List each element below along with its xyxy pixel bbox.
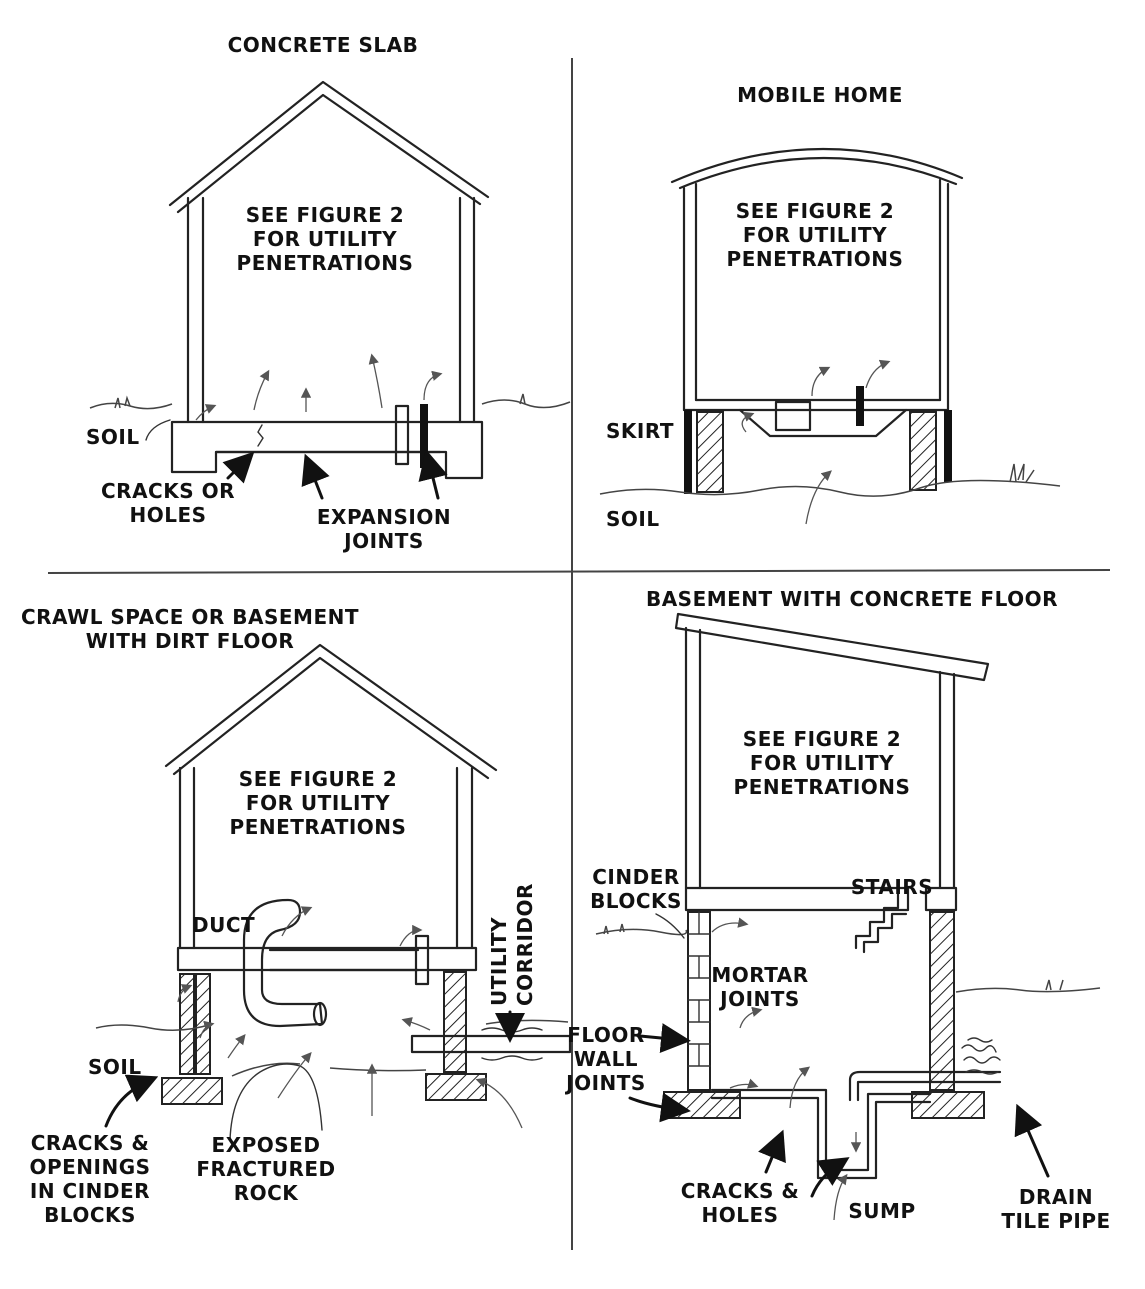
mobile-soil-label: SOIL (606, 507, 660, 531)
slab-title: CONCRETE SLAB (228, 33, 419, 57)
crawl-title-2: WITH DIRT FLOOR (86, 629, 295, 653)
crawl-soil-label: SOIL (88, 1055, 142, 1079)
slab-note-1: SEE FIGURE 2 (246, 203, 404, 227)
crawl-cracks-label-1: CRACKS & (31, 1131, 150, 1155)
crawl-note-2: FOR UTILITY (246, 791, 390, 815)
slab-joints-label-1: EXPANSION (317, 505, 451, 529)
basement-floorwall-label-2: WALL (574, 1047, 638, 1071)
mobile-skirt-label: SKIRT (606, 419, 674, 443)
basement-drain-label-1: DRAIN (1019, 1185, 1093, 1209)
crawl-note-3: PENETRATIONS (230, 815, 407, 839)
mobile-note-1: SEE FIGURE 2 (736, 199, 894, 223)
slab-soil-label: SOIL (86, 425, 140, 449)
crawl-rock-label-2: FRACTURED (196, 1157, 335, 1181)
basement-note-2: FOR UTILITY (750, 751, 894, 775)
slab-note-2: FOR UTILITY (253, 227, 397, 251)
basement-sump-label: SUMP (848, 1199, 915, 1223)
basement-stairs-label: STAIRS (851, 875, 933, 899)
basement-mortar-label-2: JOINTS (718, 987, 800, 1011)
basement-cinder-label-2: BLOCKS (590, 889, 682, 913)
crawl-cracks-label-3: IN CINDER (30, 1179, 150, 1203)
basement-title: BASEMENT WITH CONCRETE FLOOR (646, 587, 1058, 611)
basement-cracks-label-2: HOLES (701, 1203, 778, 1227)
crawl-rock-label-3: ROCK (234, 1181, 300, 1205)
crawl-rock-label-1: EXPOSED (212, 1133, 321, 1157)
basement-floorwall-label-1: FLOOR (567, 1023, 645, 1047)
panel-crawl-space: CRAWL SPACE OR BASEMENT WITH DIRT FLOOR … (21, 605, 572, 1227)
crawl-duct-label: DUCT (192, 913, 255, 937)
slab-joints-label-2: JOINTS (342, 529, 424, 553)
crawl-cracks-label-2: OPENINGS (29, 1155, 150, 1179)
mobile-note-2: FOR UTILITY (743, 223, 887, 247)
panel-mobile-home: MOBILE HOME SEE FIGURE 2 FOR UTILITY PEN… (599, 83, 1061, 531)
mobile-pier-left (696, 411, 724, 493)
basement-cracks-label-1: CRACKS & (681, 1179, 800, 1203)
panel-concrete-slab: CONCRETE SLAB SEE FIGURE 2 FOR UTILITY P… (86, 33, 571, 553)
crawl-title-1: CRAWL SPACE OR BASEMENT (21, 605, 359, 629)
slab-note-3: PENETRATIONS (237, 251, 414, 275)
crawl-duct (242, 898, 324, 1028)
basement-floorwall-label-3: JOINTS (564, 1071, 646, 1095)
basement-note-1: SEE FIGURE 2 (743, 727, 901, 751)
slab-cracks-label-2: HOLES (129, 503, 206, 527)
mobile-title: MOBILE HOME (737, 83, 903, 107)
basement-cinder-label-1: CINDER (592, 865, 680, 889)
basement-drain-label-2: TILE PIPE (1001, 1209, 1110, 1233)
panel-basement: BASEMENT WITH CONCRETE FLOOR SEE FIGURE … (564, 587, 1110, 1233)
crawl-utility-label-2: CORRIDOR (513, 883, 537, 1006)
basement-note-3: PENETRATIONS (734, 775, 911, 799)
crawl-utility-label-1: UTILITY (487, 917, 511, 1006)
crawl-cracks-label-4: BLOCKS (44, 1203, 136, 1227)
mobile-note-3: PENETRATIONS (727, 247, 904, 271)
basement-mortar-label-1: MORTAR (711, 963, 808, 987)
crawl-note-1: SEE FIGURE 2 (239, 767, 397, 791)
concrete-slab (170, 420, 484, 480)
horizontal-divider (47, 569, 1111, 574)
basement-stairs (854, 892, 900, 950)
slab-cracks-label-1: CRACKS OR (101, 479, 235, 503)
mobile-pier-right (909, 411, 937, 491)
